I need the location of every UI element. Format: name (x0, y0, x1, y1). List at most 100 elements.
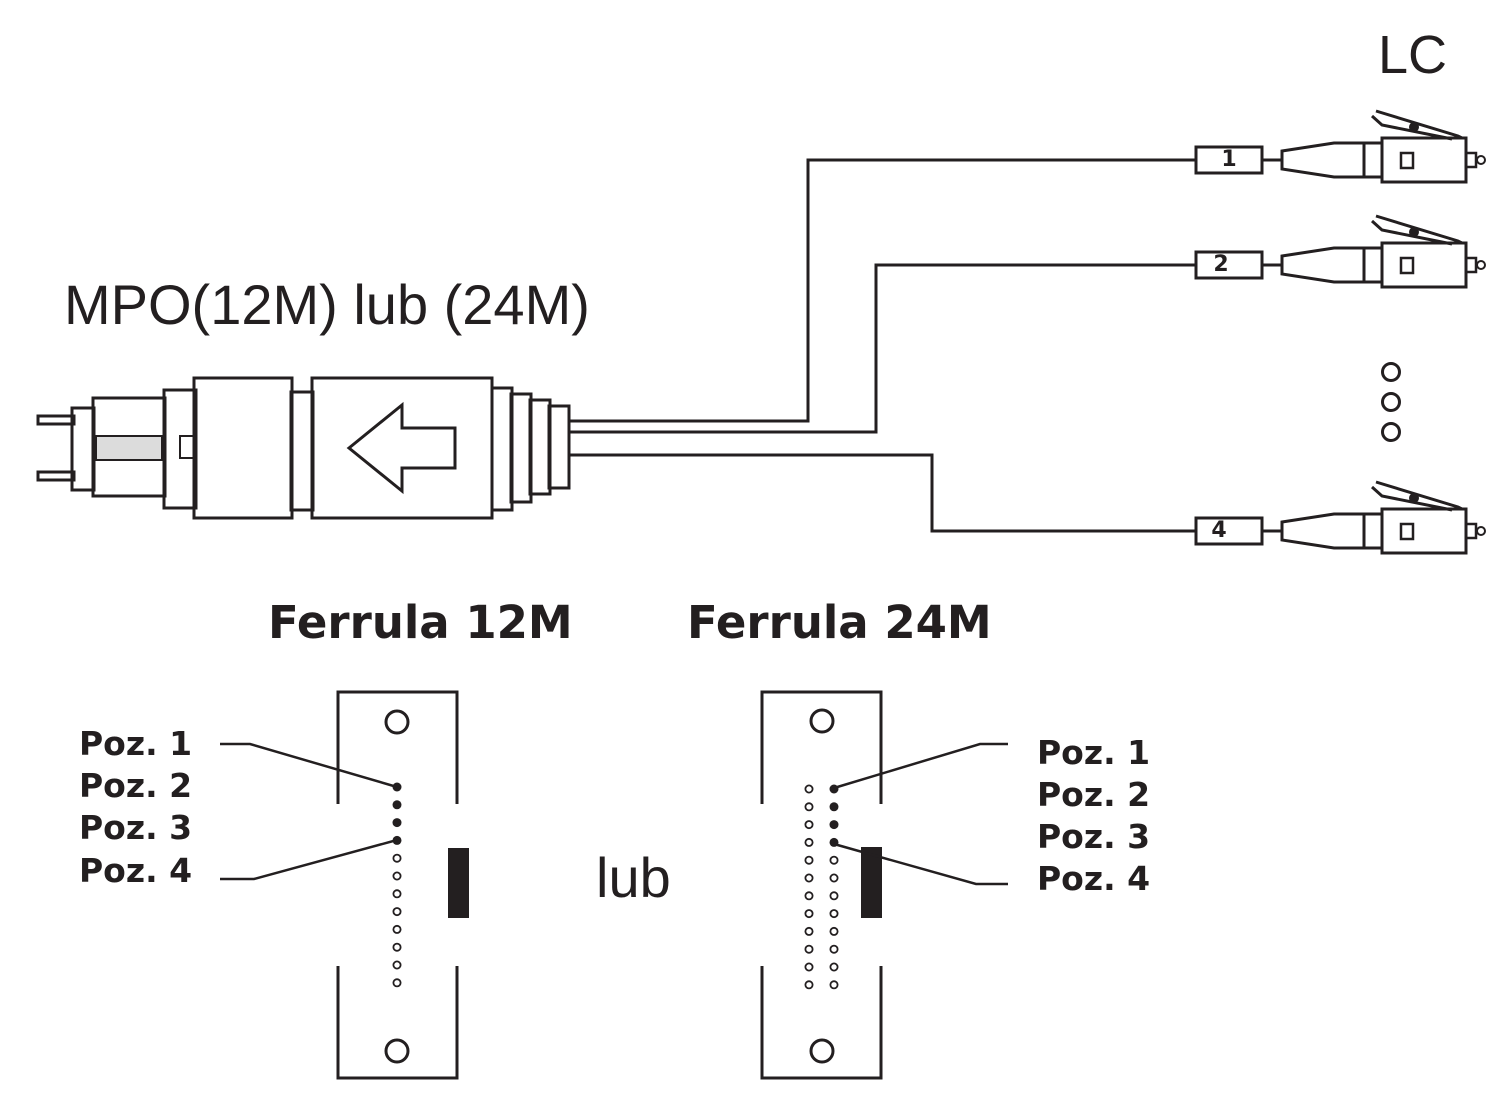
fiber-hole (829, 909, 839, 919)
fiber-1 (568, 158, 1196, 423)
fiber-hole (829, 944, 839, 954)
lc-housing (1380, 136, 1468, 184)
key-mark (448, 848, 469, 918)
connector-number-label: 2 (1213, 252, 1229, 277)
fiber-2 (568, 263, 1196, 434)
fiber-hole (392, 871, 402, 881)
or-label: lub (596, 846, 671, 909)
fiber-hole (804, 980, 814, 990)
fiber-hole (804, 962, 814, 972)
position-label-24m: Poz. 4 (1037, 859, 1151, 898)
position-label-24m: Poz. 1 (1037, 733, 1151, 772)
guide-hole-top (384, 709, 410, 735)
fiber-hole (829, 873, 839, 883)
ellipsis-dot (1381, 422, 1401, 442)
ellipsis-dot (1381, 362, 1401, 382)
lc-housing (1380, 241, 1468, 289)
mpo-key (179, 435, 195, 459)
leader-line-poz-4 (833, 842, 1008, 886)
lc-boot (1280, 246, 1366, 284)
lc-latch-window (1399, 151, 1415, 170)
fiber-hole (392, 889, 402, 899)
lc-boot (1280, 141, 1366, 179)
lc-latch (1370, 480, 1463, 512)
mpo-ferrule-band (95, 435, 163, 461)
ferrule-12m-face (220, 690, 469, 1080)
fiber-hole (392, 924, 402, 934)
fiber-4 (568, 453, 1196, 533)
lc-connector-4 (1194, 480, 1486, 555)
ellipsis-dots (1381, 362, 1401, 442)
mpo-boot-ring-2 (509, 392, 533, 504)
mpo-housing-rear (310, 376, 494, 520)
leader-line-poz-4 (220, 838, 398, 881)
fiber-hole (829, 855, 839, 865)
leader-line-poz-1 (220, 742, 398, 789)
ferrule-24m-title: Ferrula 24M (687, 596, 992, 649)
fiber-hole (829, 980, 839, 990)
mpo-boot-ring-3 (528, 398, 552, 496)
fiber-hole (392, 853, 402, 863)
connector-number-label: 4 (1211, 518, 1227, 543)
fiber-hole (392, 942, 402, 952)
position-label-12m: Poz. 1 (79, 724, 193, 763)
lc-boot (1280, 512, 1366, 550)
guide-hole-bottom (809, 1038, 835, 1064)
lc-body (1362, 141, 1384, 179)
fiber-hole (804, 909, 814, 919)
mpo-housing-front (192, 376, 294, 520)
lc-connector-1 (1194, 109, 1486, 184)
fiber-hole (804, 855, 814, 865)
ferrule-12m-outline (336, 690, 459, 1080)
key-mark (861, 847, 882, 918)
position-label-12m: Poz. 4 (79, 851, 193, 890)
lc-title: LC (1378, 25, 1448, 85)
fiber-cables (568, 158, 1196, 533)
fiber-hole-active (829, 820, 839, 830)
mpo-coupling (162, 388, 198, 510)
fiber-hole (392, 960, 402, 970)
fiber-hole (804, 873, 814, 883)
ferrule-24m-face (760, 690, 1008, 1080)
guide-hole-top (809, 708, 835, 734)
position-label-12m: Poz. 3 (79, 808, 193, 847)
guide-pin-bottom (36, 470, 76, 482)
lc-connector-2 (1194, 214, 1486, 289)
fiber-hole (804, 926, 814, 936)
fiber-hole (804, 944, 814, 954)
lc-body (1362, 246, 1384, 284)
guide-hole-bottom (384, 1038, 410, 1064)
fiber-hole (804, 891, 814, 901)
fiber-hole (392, 907, 402, 917)
ferrule-12m-title: Ferrula 12M (268, 596, 573, 649)
fiber-hole (829, 962, 839, 972)
fiber-hole-active (392, 818, 402, 828)
fiber-hole (804, 784, 814, 794)
guide-pin-top (36, 414, 76, 426)
fiber-hole (804, 837, 814, 847)
fiber-hole (804, 820, 814, 830)
fiber-holes-24m (804, 784, 839, 990)
fiber-hole (804, 802, 814, 812)
fiber-hole-active (829, 802, 839, 812)
lc-latch-window (1399, 256, 1415, 275)
position-label-12m: Poz. 2 (79, 766, 193, 805)
mpo-housing-joint (289, 390, 315, 512)
fiber-hole (392, 978, 402, 988)
position-label-24m: Poz. 3 (1037, 817, 1151, 856)
mpo-connector (36, 376, 571, 520)
ellipsis-dot (1381, 392, 1401, 412)
lc-latch (1370, 214, 1463, 246)
ferrule-24m-outline (760, 690, 883, 1080)
leader-line-poz-1 (833, 742, 1008, 790)
lc-body (1362, 512, 1384, 550)
fiber-hole-active (392, 800, 402, 810)
position-label-24m: Poz. 2 (1037, 775, 1151, 814)
connector-number-label: 1 (1221, 147, 1237, 172)
fiber-hole (829, 926, 839, 936)
fiber-hole (829, 891, 839, 901)
mpo-title: MPO(12M) lub (24M) (64, 273, 590, 336)
lc-latch-window (1399, 522, 1415, 541)
mpo-boot-ring-1 (490, 386, 514, 512)
